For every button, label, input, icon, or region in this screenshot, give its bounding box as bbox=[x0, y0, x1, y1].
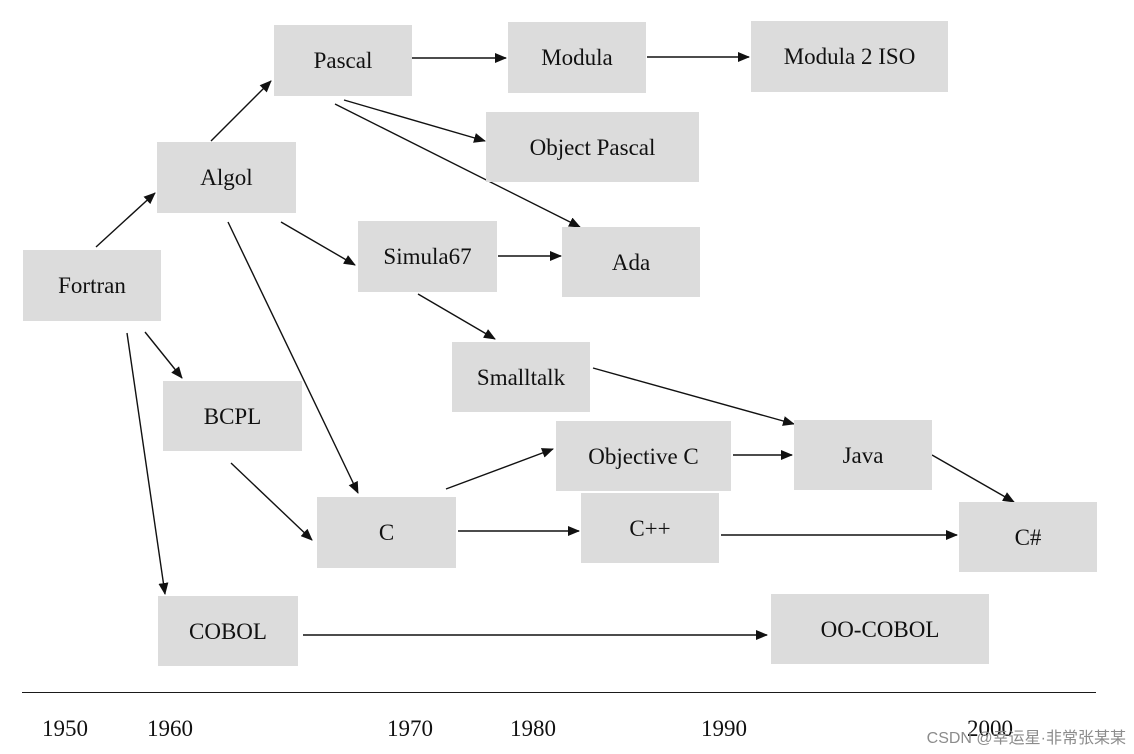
watermark: CSDN @幸运星·非常张某某 bbox=[926, 730, 1126, 747]
year-label-1980: 1980 bbox=[510, 716, 556, 741]
node-bcpl: BCPL bbox=[163, 381, 302, 451]
arrow-simula67-smalltalk bbox=[417, 293, 496, 340]
arrow-bcpl-c bbox=[230, 462, 313, 541]
year-label-1970: 1970 bbox=[387, 716, 433, 741]
node-cpp: C++ bbox=[581, 493, 719, 563]
arrow-fortran-cobol bbox=[126, 332, 169, 595]
year-label-2000: 2000 bbox=[967, 716, 1013, 741]
arrow-c-objectivec bbox=[445, 448, 554, 490]
arrow-algol-c bbox=[227, 221, 359, 494]
arrow-fortran-algol bbox=[95, 192, 156, 248]
year-label-1960: 1960 bbox=[147, 716, 193, 741]
node-smalltalk: Smalltalk bbox=[452, 342, 590, 412]
node-pascal: Pascal bbox=[274, 25, 412, 96]
node-algol: Algol bbox=[157, 142, 296, 213]
node-modula: Modula bbox=[508, 22, 646, 93]
node-simula67: Simula67 bbox=[358, 221, 497, 292]
node-csharp: C# bbox=[959, 502, 1097, 572]
year-label-1990: 1990 bbox=[701, 716, 747, 741]
node-ada: Ada bbox=[562, 227, 700, 297]
node-java: Java bbox=[794, 420, 932, 490]
node-c: C bbox=[317, 497, 456, 568]
arrow-fortran-bcpl bbox=[144, 331, 183, 379]
arrow-algol-simula67 bbox=[280, 221, 356, 266]
arrow-algol-pascal bbox=[210, 80, 272, 142]
node-object-pascal: Object Pascal bbox=[486, 112, 699, 182]
node-fortran: Fortran bbox=[23, 250, 161, 321]
arrow-smalltalk-java bbox=[592, 367, 795, 426]
node-modula-2-iso: Modula 2 ISO bbox=[751, 21, 948, 92]
timeline-axis bbox=[22, 692, 1096, 693]
arrow-pascal-objectpascal bbox=[343, 99, 486, 143]
node-oo-cobol: OO-COBOL bbox=[771, 594, 989, 664]
node-cobol: COBOL bbox=[158, 596, 298, 666]
node-objective-c: Objective C bbox=[556, 421, 731, 491]
year-label-1950: 1950 bbox=[42, 716, 88, 741]
arrow-java-csharp bbox=[931, 454, 1015, 503]
